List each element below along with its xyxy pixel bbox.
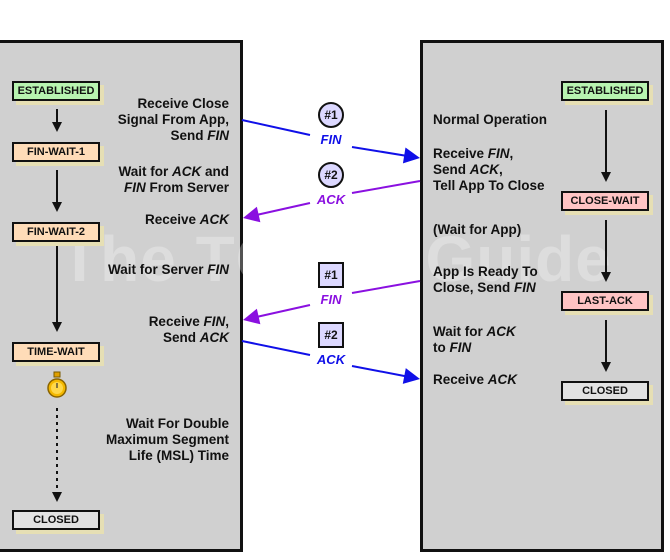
message-4-ack-arrow-head — [402, 368, 420, 384]
client-state-time-wait: TIME-WAIT — [12, 342, 100, 362]
message-4-ack-arrow-line — [241, 340, 311, 356]
client-panel — [0, 40, 243, 552]
server-state-close-wait: CLOSE-WAIT — [561, 191, 649, 211]
server-label: Normal Operation — [433, 112, 548, 127]
server-transition-arrow-head — [601, 172, 611, 182]
server-state-last-ack: LAST-ACK — [561, 291, 649, 311]
message-3-fin-badge: #1 — [318, 262, 344, 288]
client-label: Receive ACK — [144, 212, 229, 227]
client-transition-arrow-head — [52, 122, 62, 132]
client-state-established: ESTABLISHED — [12, 81, 100, 101]
client-label: Wait for Server FIN — [107, 262, 229, 277]
message-3-fin-arrow-line — [254, 304, 311, 319]
client-timewait-arrow-head — [52, 492, 62, 502]
message-1-fin-label: FIN — [320, 132, 342, 147]
client-transition-arrow-head — [52, 322, 62, 332]
message-4-ack-arrow-line — [351, 365, 409, 378]
message-3-fin-label: FIN — [320, 292, 342, 307]
client-label: Receive FIN,Send ACK — [148, 314, 229, 345]
message-1-fin-arrow-line — [351, 146, 409, 158]
server-label: (Wait for App) — [433, 222, 522, 237]
server-state-established: ESTABLISHED — [561, 81, 649, 101]
message-2-ack-badge: #2 — [318, 162, 344, 188]
client-transition-arrow-head — [52, 202, 62, 212]
client-state-fin-wait-1: FIN-WAIT-1 — [12, 142, 100, 162]
message-1-fin-arrow-line — [241, 119, 311, 136]
client-state-closed: CLOSED — [12, 510, 100, 530]
server-label: Receive ACK — [433, 372, 518, 387]
server-label: Receive FIN,Send ACK,Tell App To Close — [433, 146, 545, 193]
message-1-fin-badge: #1 — [318, 102, 344, 128]
message-3-fin-arrow-head — [243, 308, 261, 325]
server-transition-arrow-head — [601, 272, 611, 282]
message-3-fin-arrow-line — [351, 280, 421, 294]
server-transition-arrow-head — [601, 362, 611, 372]
message-2-ack-label: ACK — [316, 192, 346, 207]
message-4-ack-badge: #2 — [318, 322, 344, 348]
message-2-ack-arrow-line — [254, 202, 311, 217]
message-2-ack-arrow-line — [351, 180, 421, 194]
message-2-ack-arrow-head — [243, 206, 261, 223]
client-state-fin-wait-2: FIN-WAIT-2 — [12, 222, 100, 242]
message-4-ack-label: ACK — [316, 352, 346, 367]
message-1-fin-arrow-head — [402, 147, 420, 164]
stopwatch-icon — [47, 371, 67, 398]
server-state-closed: CLOSED — [561, 381, 649, 401]
